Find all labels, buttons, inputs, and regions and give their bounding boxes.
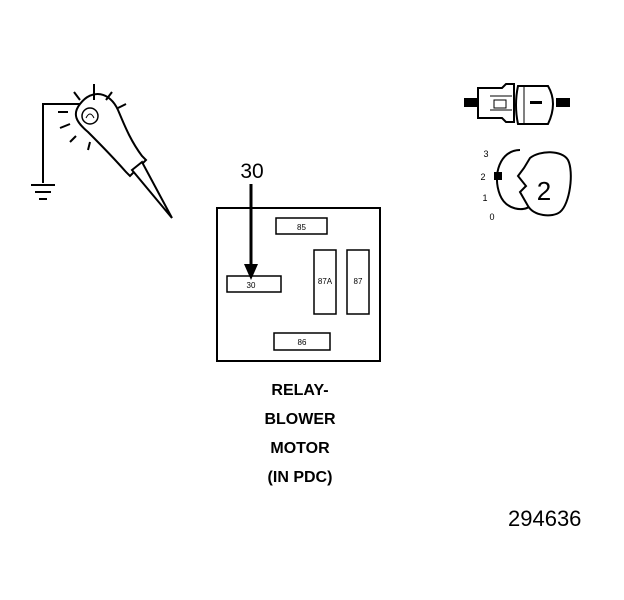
callout-arrow-head bbox=[244, 264, 258, 280]
bulb-icon bbox=[81, 107, 99, 125]
knob-body bbox=[516, 151, 572, 217]
caption-line-1: RELAY- bbox=[271, 382, 329, 399]
caption-line-3: MOTOR bbox=[270, 440, 330, 457]
terminal-30-label: 30 bbox=[247, 281, 256, 290]
terminal-87 bbox=[346, 249, 370, 315]
position-label-2: 2 bbox=[480, 172, 485, 182]
terminal-87-label: 87 bbox=[354, 277, 363, 286]
glow-rays-icon bbox=[58, 84, 127, 151]
terminal-30 bbox=[226, 275, 282, 293]
ground-wire bbox=[42, 103, 80, 183]
relay-caption: RELAY- BLOWER MOTOR (IN PDC) bbox=[200, 376, 400, 492]
figure-id: 294636 bbox=[508, 506, 582, 531]
relay-blower-motor: 85 87A 87 30 86 30 bbox=[216, 160, 381, 362]
blower-switch-connector-icon bbox=[464, 83, 570, 125]
terminal-85 bbox=[275, 217, 328, 235]
terminal-86-label: 86 bbox=[298, 338, 307, 347]
position-label-0: 0 bbox=[489, 212, 494, 222]
position-label-1: 1 bbox=[482, 193, 487, 203]
terminal-87a-label: 87A bbox=[318, 277, 333, 286]
probe-tip bbox=[130, 160, 173, 219]
test-light-probe-icon bbox=[31, 84, 173, 219]
terminal-85-label: 85 bbox=[297, 223, 306, 232]
terminal-86 bbox=[273, 332, 331, 351]
caption-line-4: (IN PDC) bbox=[267, 469, 333, 486]
probe-body bbox=[74, 93, 148, 178]
selected-position-label: 2 bbox=[537, 176, 551, 206]
position-indicator bbox=[494, 172, 502, 180]
caption-line-2: BLOWER bbox=[264, 411, 336, 428]
blower-switch-knob-icon: 3 2 1 0 2 bbox=[480, 149, 572, 222]
ground-symbol-icon bbox=[31, 184, 55, 200]
position-label-3: 3 bbox=[483, 149, 488, 159]
callout-30-label: 30 bbox=[240, 160, 263, 183]
terminal-87a bbox=[313, 249, 337, 315]
